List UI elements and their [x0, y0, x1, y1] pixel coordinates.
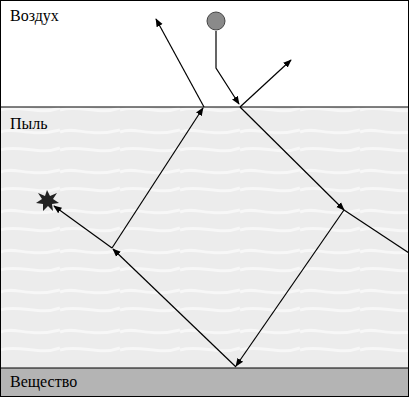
reflected-ray: [240, 60, 291, 107]
band-label: Пыль: [6, 112, 52, 136]
dust-ground: [0, 107, 409, 368]
incident-ray: [216, 31, 239, 104]
substance-band: Вещество: [0, 369, 409, 397]
air-band: Воздух: [0, 0, 409, 107]
source-circle: [207, 12, 225, 30]
dust-band: Пыль: [0, 108, 409, 368]
scattered-ray: [112, 108, 203, 248]
boundary-line: [0, 107, 409, 108]
absorption-burst: [36, 190, 59, 211]
air-ground: [0, 0, 409, 107]
absorbed-ray: [54, 206, 112, 248]
refracted-ray: [240, 107, 344, 210]
band-label: Вещество: [6, 370, 81, 394]
scattered-ray: [236, 210, 344, 366]
band-label: Воздух: [6, 4, 63, 28]
escaping-ray: [156, 19, 204, 107]
boundary-line: [0, 368, 409, 369]
substance-ground: [0, 368, 409, 397]
transmitted-ray: [344, 210, 409, 253]
reflected-ray: [113, 249, 236, 367]
